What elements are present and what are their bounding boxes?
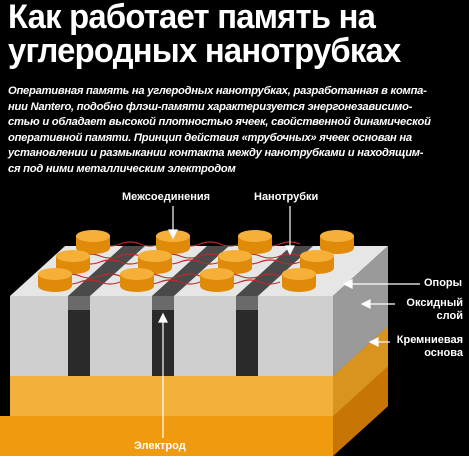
- label-electrode: Электрод: [134, 440, 186, 452]
- title-line-1: Как работает память на: [8, 0, 376, 36]
- interconnects-arrow: [168, 229, 178, 240]
- leader-lines: [158, 206, 420, 438]
- interconnect-pad: [282, 268, 316, 292]
- support-2: [90, 296, 152, 376]
- label-silicon: Кремниевая основа: [397, 334, 463, 360]
- description-line-1: Оперативная память на углеродных нанотру…: [8, 85, 427, 97]
- support-3: [174, 296, 236, 376]
- description-line-5: установлении и размыкании контакта между…: [8, 147, 424, 160]
- support-side: [333, 246, 388, 376]
- nanotubes-arrow: [285, 245, 295, 256]
- description-line-2: нии Nantero, подобно флэш-памяти характе…: [8, 100, 413, 113]
- supports-arrow: [342, 279, 353, 289]
- label-silicon-line-2: основа: [424, 347, 463, 359]
- interconnect-pad: [300, 250, 334, 274]
- supports: [10, 246, 388, 376]
- interconnect-pad: [156, 230, 190, 254]
- oxide-arrow: [360, 299, 371, 309]
- support-4: [258, 296, 333, 376]
- label-supports: Опоры: [424, 277, 463, 289]
- interconnects: [38, 230, 354, 292]
- title-line-2: углеродных нанотрубках: [8, 32, 401, 70]
- electrode-arrow: [158, 312, 168, 323]
- interconnect-pad: [138, 250, 172, 274]
- electrodes: [68, 246, 313, 376]
- silicon-arrow: [368, 337, 379, 347]
- description-line-4: оперативной памяти. Принцип действия «тр…: [8, 131, 412, 144]
- label-oxide-line-1: Оксидный: [406, 297, 463, 309]
- interconnect-pad: [120, 268, 154, 292]
- interconnect-pad: [38, 268, 72, 292]
- interconnect-pad: [238, 230, 272, 254]
- silicon-base: [0, 366, 388, 456]
- label-nanotubes: Нанотрубки: [254, 191, 319, 203]
- interconnect-pad: [76, 230, 110, 254]
- support-1: [10, 296, 68, 376]
- label-silicon-line-1: Кремниевая: [396, 334, 463, 346]
- description-text: Оперативная память на углеродных нанотру…: [8, 84, 466, 178]
- oxide-layer: [10, 326, 388, 416]
- description-line-6: ся под ними металлическим электродом: [8, 162, 236, 175]
- diagram-title: Как работает память на углеродных нанотр…: [8, 0, 445, 68]
- label-interconnects: Межсоединения: [122, 191, 211, 203]
- interconnect-pad: [200, 268, 234, 292]
- label-oxide-line-2: слой: [436, 310, 463, 322]
- interconnect-pad: [320, 230, 354, 254]
- description-line-3: стью и обладает высокой плотностью ячеек…: [8, 116, 431, 129]
- electrode-1: [68, 310, 90, 376]
- label-oxide: Оксидный слой: [406, 297, 463, 323]
- electrode-3: [236, 310, 258, 376]
